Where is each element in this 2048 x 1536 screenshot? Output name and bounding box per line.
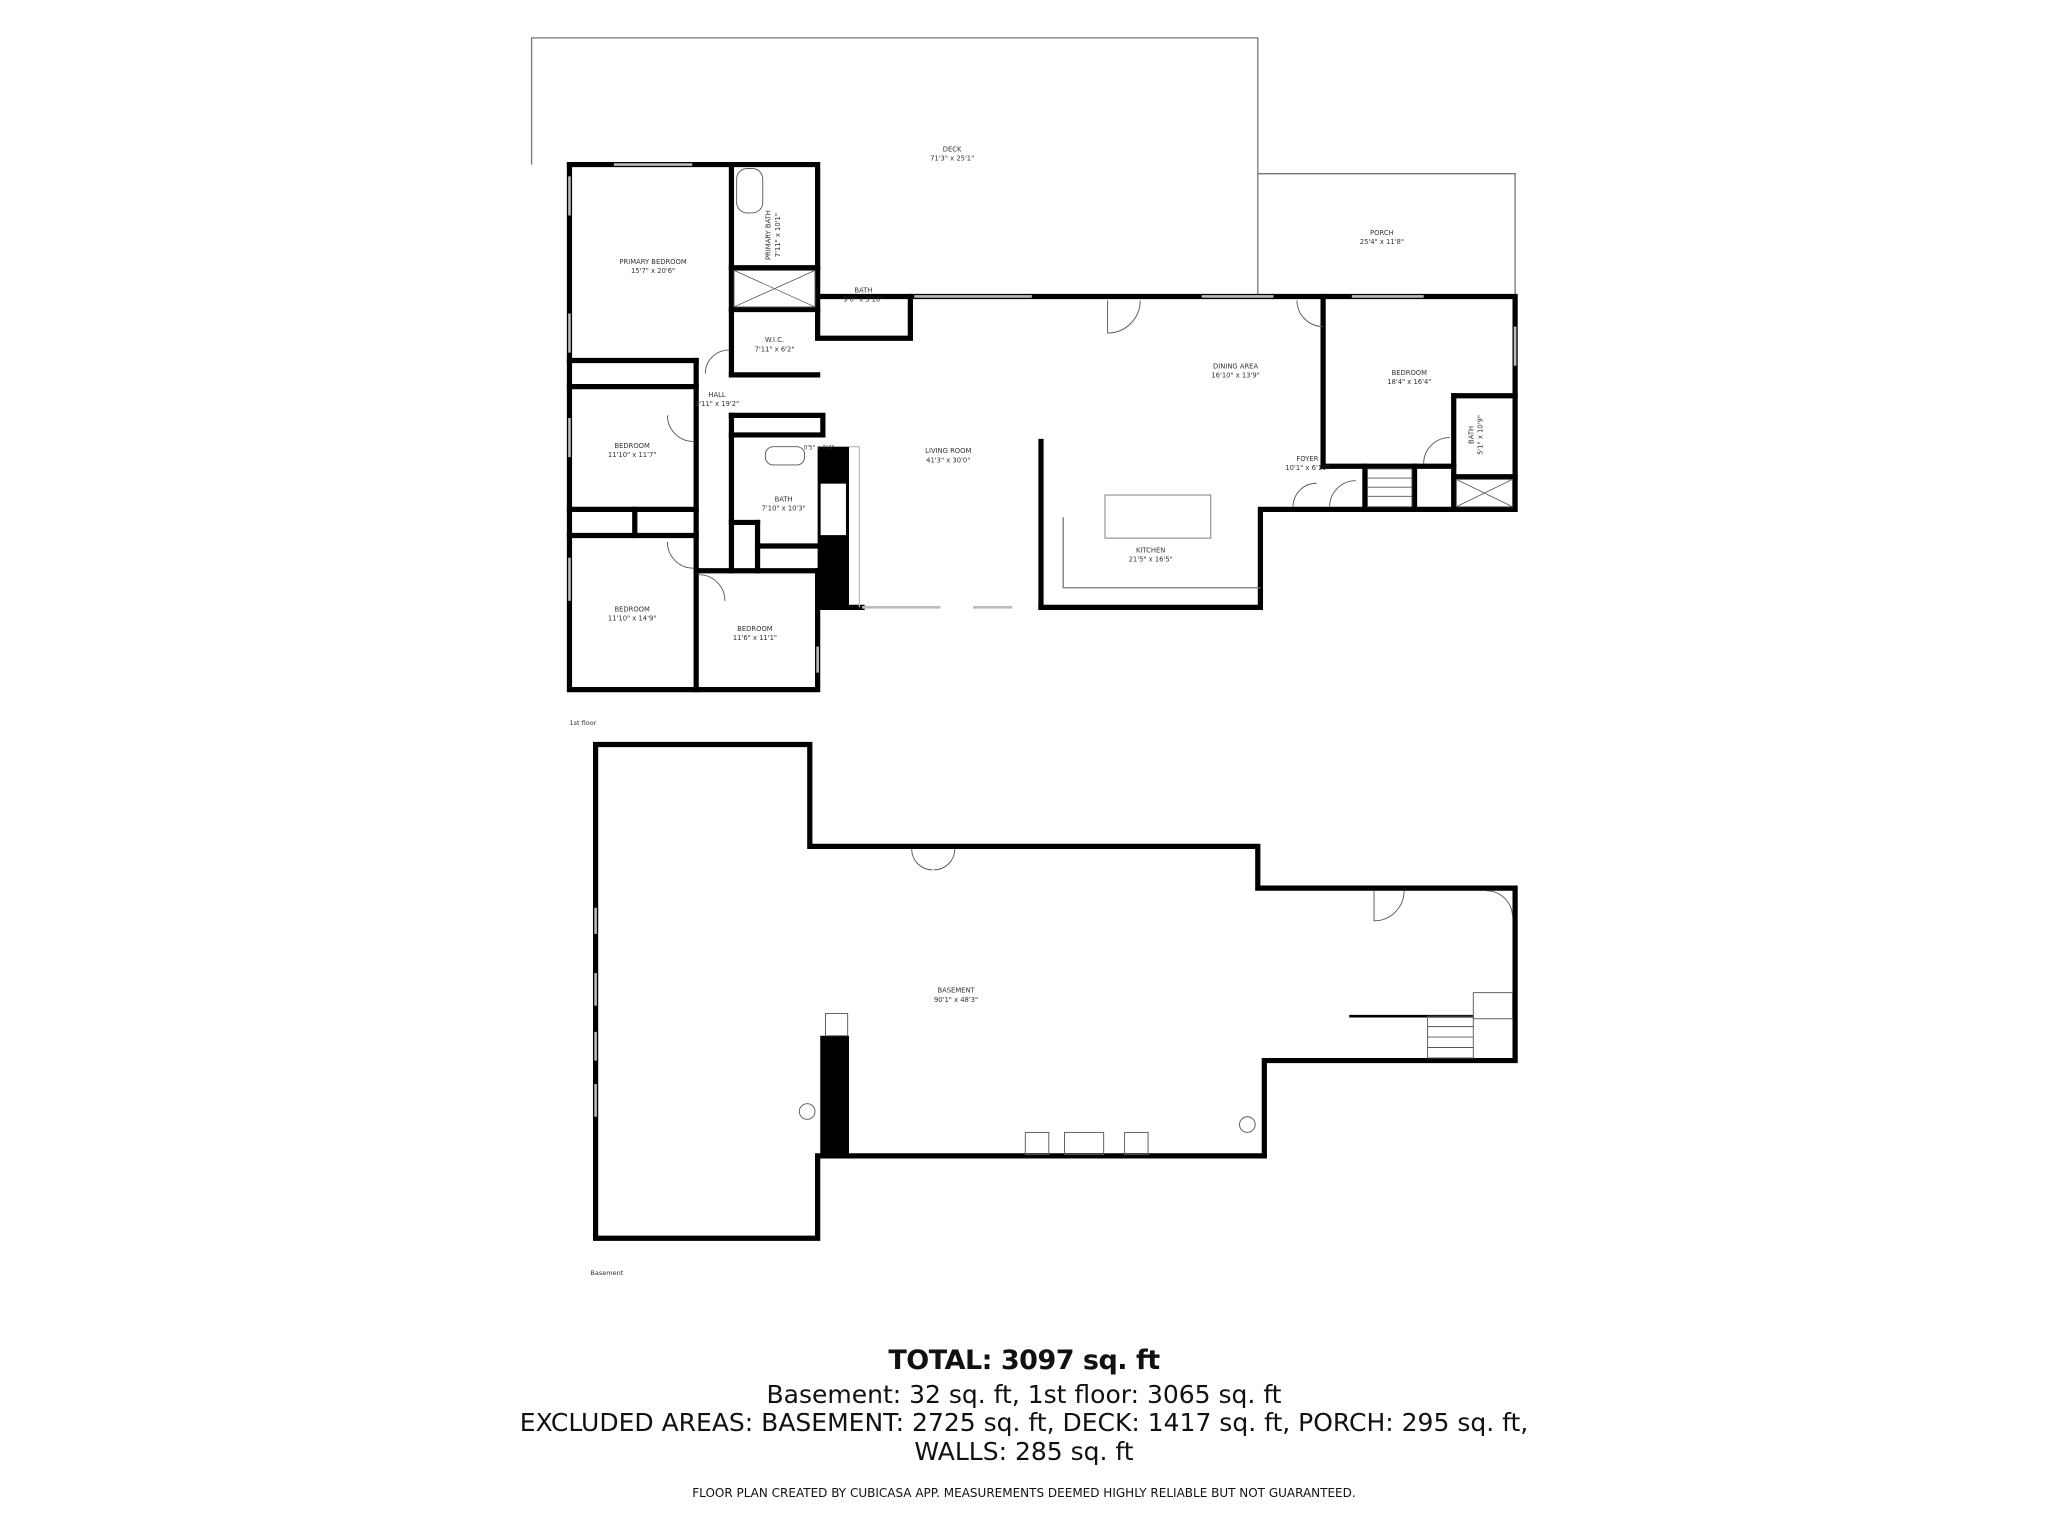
floor-areas: Basement: 32 sq. ft, 1st floor: 3065 sq.… — [766, 1380, 1282, 1409]
room-name: BEDROOM — [737, 625, 773, 633]
basement-walls — [592, 741, 1518, 1241]
room-name: BASEMENT — [937, 987, 975, 995]
room-name: BATH — [775, 496, 793, 504]
shower-icon — [733, 269, 1513, 508]
disclaimer: FLOOR PLAN CREATED BY CUBICASA APP. MEAS… — [692, 1486, 1356, 1500]
walls-area: WALLS: 285 sq. ft — [914, 1437, 1134, 1466]
room-name: BATH — [854, 287, 872, 295]
fireplace-icon — [820, 1035, 849, 1156]
room-dims: 1'11" x 19'2" — [695, 400, 739, 408]
windows — [568, 163, 1517, 673]
room-name: FOYER — [1296, 455, 1318, 463]
room-name: BEDROOM — [614, 442, 650, 450]
fixtures — [733, 168, 1513, 608]
room-dims: 10'1" x 6'10" — [1285, 464, 1329, 472]
room-dims: 7'10" x 10'3" — [762, 505, 806, 513]
room-dims: 25'4" x 11'8" — [1360, 238, 1404, 246]
water-heater-icon — [798, 1103, 816, 1120]
room-name: BEDROOM — [1392, 369, 1428, 377]
room-dims: 15'7" x 20'6" — [631, 267, 675, 275]
room-dims: 7'11" x 6'2" — [755, 345, 795, 353]
room-dims: 11'10" x 11'7" — [608, 451, 657, 459]
room-name: PRIMARY BATH — [765, 210, 773, 260]
excluded-areas: EXCLUDED AREAS: BASEMENT: 2725 sq. ft, D… — [519, 1408, 1529, 1437]
water-heater-icon — [1239, 1116, 1256, 1133]
room-name: DINING AREA — [1213, 362, 1258, 370]
room-dims: 7'11" x 10'1" — [774, 213, 782, 257]
room-name: BEDROOM — [614, 605, 650, 613]
room-dims: 21'5" x 16'5" — [1129, 556, 1173, 564]
room-dims: 18'4" x 16'4" — [1387, 378, 1431, 386]
kitchen-island — [1104, 494, 1212, 539]
room-name: DECK — [943, 146, 962, 154]
room-labels: DECK 71'3" x 25'1" PORCH 25'4" x 11'8" P… — [608, 146, 1485, 642]
room-name: W.I.C. — [765, 336, 784, 344]
stairs-icon — [1427, 992, 1513, 1059]
room-dims: 11'10" x 14'9" — [608, 614, 657, 622]
stairs-icon — [1367, 468, 1413, 508]
room-name: LIVING ROOM — [925, 447, 971, 455]
floor-label-basement: Basement — [590, 1269, 623, 1277]
room-dims: 11'6" x 11'1" — [733, 634, 777, 642]
small-dimension-label: 0'5" x 0'4" — [804, 445, 835, 451]
room-dims: 9'0" x 3'10" — [843, 296, 883, 304]
room-dims: 16'10" x 13'9" — [1211, 371, 1260, 379]
room-name: PRIMARY BEDROOM — [619, 258, 686, 266]
deck-outline — [530, 37, 1516, 297]
doors — [666, 300, 1450, 601]
room-dims: 5'1" x 10'9" — [1476, 415, 1484, 455]
room-dims: 71'3" x 25'1" — [930, 155, 974, 163]
room-dims: 90'1" x 48'3" — [934, 996, 978, 1004]
room-name: BATH — [1467, 426, 1475, 444]
total-area: TOTAL: 3097 sq. ft — [888, 1345, 1160, 1376]
room-name: KITCHEN — [1136, 546, 1165, 554]
room-dims: 41'3" x 30'0" — [926, 456, 970, 464]
floor-label-1st: 1st floor — [569, 719, 596, 727]
room-name: HALL — [708, 391, 726, 399]
room-name: PORCH — [1370, 229, 1394, 237]
